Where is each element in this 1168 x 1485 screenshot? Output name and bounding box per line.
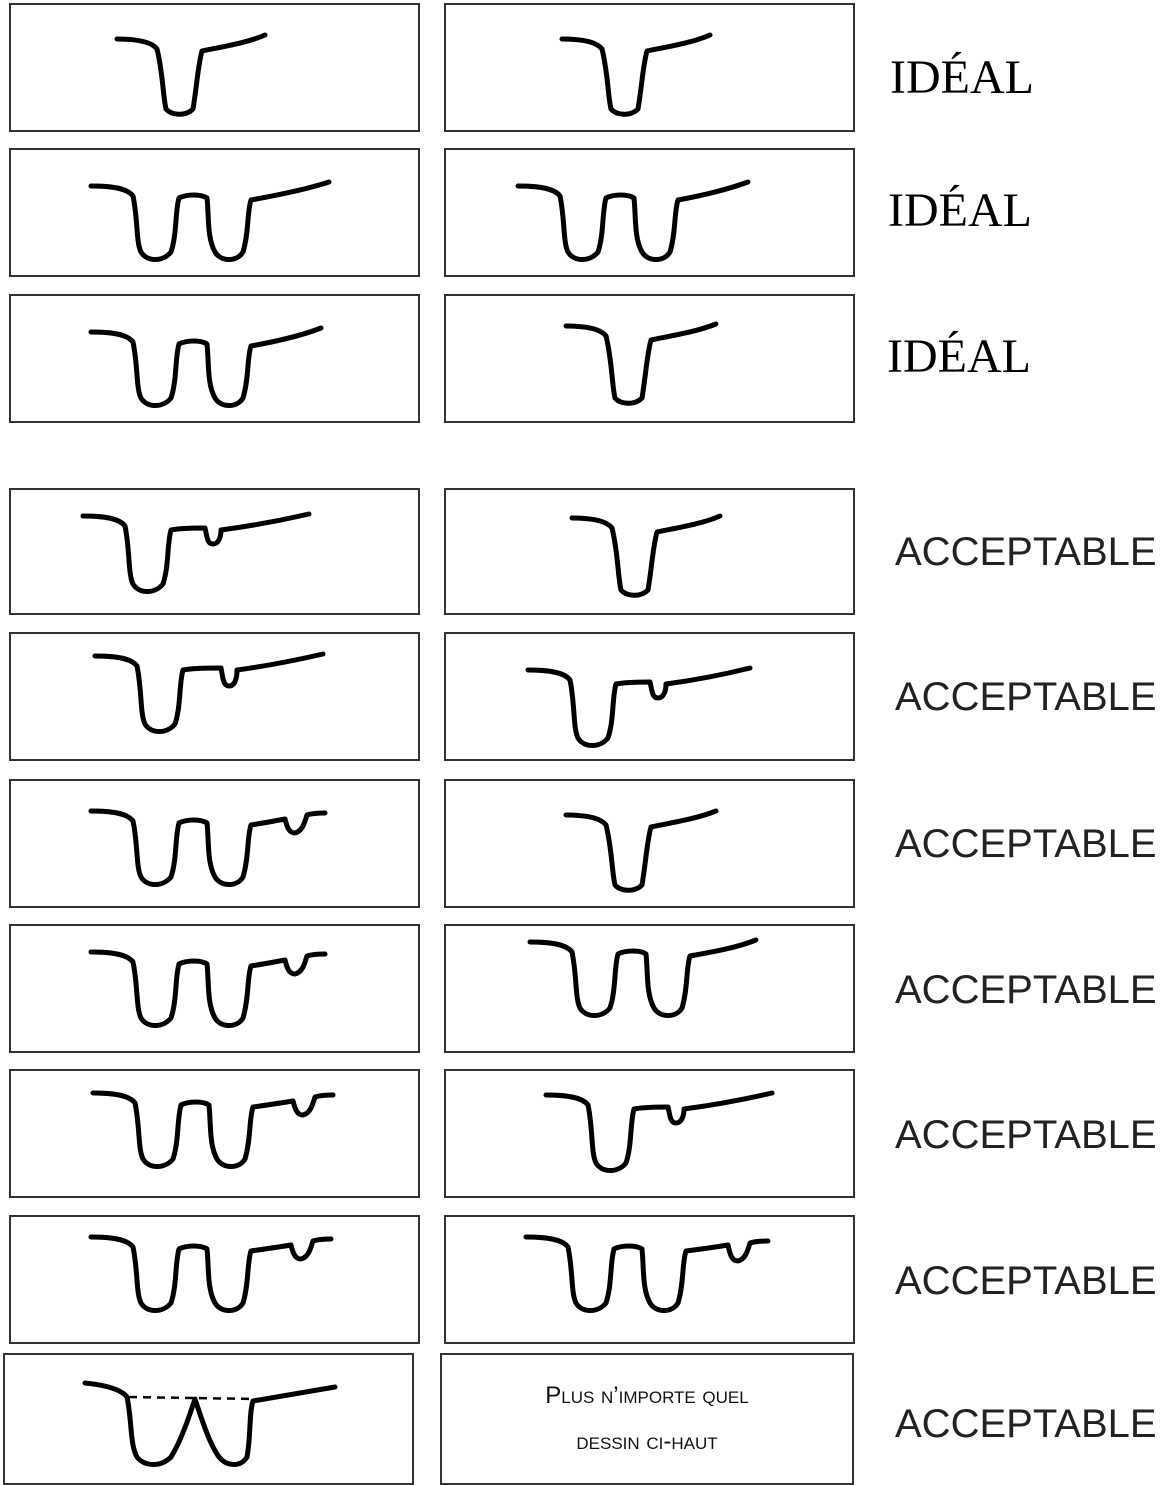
single-tooth-icon	[446, 5, 853, 130]
row-7-left-drawing	[9, 924, 420, 1053]
row-2-left-drawing	[9, 148, 420, 277]
double-tooth-with-bump-icon	[11, 926, 418, 1051]
double-tooth-with-bump-icon	[11, 1071, 418, 1196]
split-double-tooth-dashed-icon	[5, 1355, 412, 1483]
row-10-left-drawing	[3, 1353, 414, 1485]
row-6-left-drawing	[9, 779, 420, 908]
row-8-label: ACCEPTABLE	[895, 1113, 1157, 1158]
double-tooth-with-bump-icon	[11, 1217, 418, 1342]
row-7-right-drawing	[444, 924, 855, 1053]
row-5-left-drawing	[9, 632, 420, 761]
row-8-left-drawing	[9, 1069, 420, 1198]
row-4-right-drawing	[444, 488, 855, 615]
double-tooth-icon	[11, 296, 418, 421]
row-3-right-drawing	[444, 294, 855, 423]
single-tooth-icon	[446, 781, 853, 906]
single-tooth-icon	[446, 490, 853, 613]
row-9-left-drawing	[9, 1215, 420, 1344]
row-8-right-drawing	[444, 1069, 855, 1198]
double-tooth-with-bump-icon	[11, 781, 418, 906]
row-9-label: ACCEPTABLE	[895, 1259, 1157, 1304]
row-6-right-drawing	[444, 779, 855, 908]
double-tooth-icon	[11, 150, 418, 275]
row-1-left-drawing	[9, 3, 420, 132]
single-tooth-icon	[446, 296, 853, 421]
any-drawing-above-line-1: Plus n’importe quel	[545, 1373, 748, 1419]
row-10-right-text-panel: Plus n’importe quel dessin ci-haut	[440, 1353, 854, 1485]
row-2-label: IDÉAL	[888, 183, 1032, 238]
single-tooth-with-bump-icon	[446, 1071, 853, 1196]
row-5-label: ACCEPTABLE	[895, 675, 1157, 720]
row-5-right-drawing	[444, 632, 855, 761]
row-4-left-drawing	[9, 488, 420, 615]
double-tooth-icon	[446, 926, 853, 1051]
row-2-right-drawing	[444, 148, 855, 277]
row-3-label: IDÉAL	[887, 329, 1031, 384]
row-1-label: IDÉAL	[890, 50, 1034, 105]
single-tooth-with-bump-icon	[11, 634, 418, 759]
row-3-left-drawing	[9, 294, 420, 423]
row-1-right-drawing	[444, 3, 855, 132]
row-6-label: ACCEPTABLE	[895, 822, 1157, 867]
row-10-label: ACCEPTABLE	[895, 1402, 1157, 1447]
row-9-right-drawing	[444, 1215, 855, 1344]
single-tooth-with-bump-icon	[11, 490, 418, 613]
row-7-label: ACCEPTABLE	[895, 968, 1157, 1013]
single-tooth-icon	[11, 5, 418, 130]
single-tooth-with-bump-icon	[446, 634, 853, 759]
double-tooth-with-bump-icon	[446, 1217, 853, 1342]
any-drawing-above-line-2: dessin ci-haut	[576, 1419, 717, 1465]
double-tooth-icon	[446, 150, 853, 275]
row-4-label: ACCEPTABLE	[895, 530, 1157, 575]
